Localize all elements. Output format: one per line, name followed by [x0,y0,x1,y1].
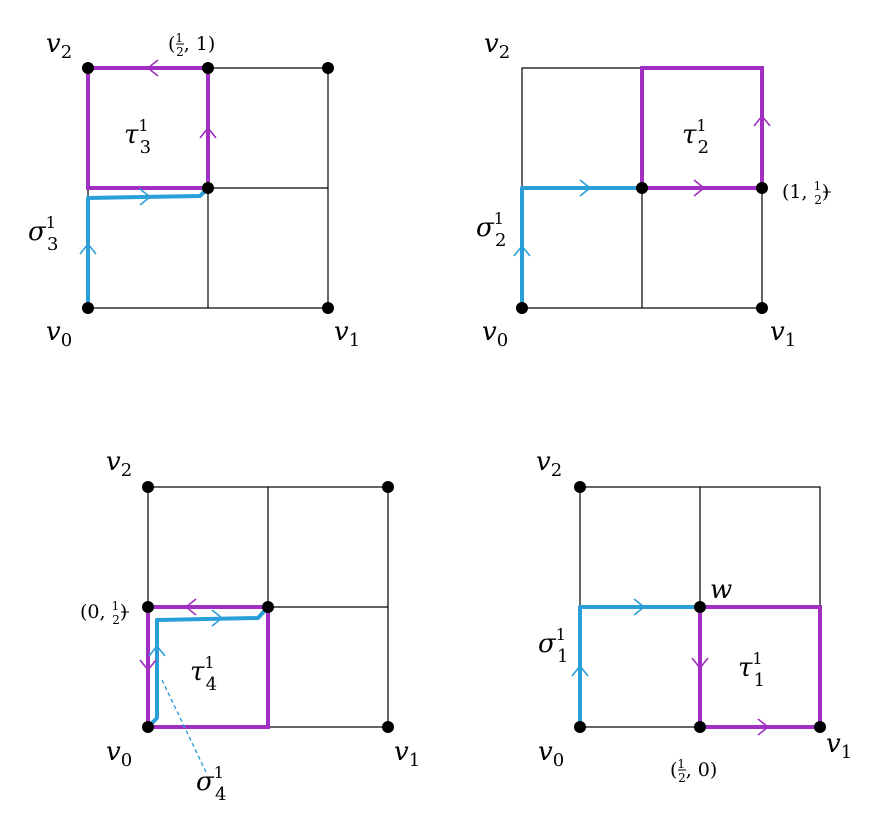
arrow-top-left-up [199,126,217,139]
arrow-sigma3-right [139,188,152,206]
vertex-v1-bl [382,721,394,733]
vertex-v1-br [814,721,826,733]
vertex-v0-bl [142,721,154,733]
vertex-zero-half [142,601,154,613]
vertex-v1-tl [322,302,334,314]
label-v0-bl: v0 [106,737,132,771]
arrow-sigma1-right [633,598,646,616]
label-v1-tr: v1 [770,317,796,351]
arrow-top-right-right [693,179,706,197]
arrow-bottom-left-down [139,659,157,672]
arrow-top-right-up [753,114,771,127]
arrow-sigma4-right [211,609,224,627]
vertex-v2-bl [142,481,154,493]
vertex-center-tr [636,182,648,194]
vertex-half-one [202,62,214,74]
vertex-half-zero [694,721,706,733]
label-v0-br: v0 [538,737,564,771]
vertex-top-right-tl [322,62,334,74]
label-v1-tl: v1 [334,317,360,351]
vertex-v1-tr [756,302,768,314]
label-v2-bl: v2 [106,447,132,481]
vertex-w [694,601,706,613]
arrow-bottom-left-left [184,598,197,616]
vertex-top-right-bl [382,481,394,493]
arrow-sigma3-up [79,242,97,255]
label-v2-br: v2 [536,447,562,481]
vertex-v0-tr [516,302,528,314]
vertex-one-half [756,182,768,194]
label-v0-tl: v0 [46,317,72,351]
vertex-v0-br [574,721,586,733]
vertex-v2-tl [82,62,94,74]
arrow-bottom-right-right [757,718,770,736]
arrow-sigma2-right [579,179,592,197]
sigma-4-path [146,605,270,729]
sigma-2-path [520,186,642,308]
arrow-sigma4-up [148,644,166,657]
vertex-v2-br [574,481,586,493]
label-v2-tr: v2 [484,29,510,63]
label-w: w [710,575,732,605]
label-v0-tr: v0 [482,317,508,351]
arrow-bottom-right-down [691,657,709,670]
arrow-sigma2-up [513,244,531,257]
label-v1-br: v1 [826,729,852,763]
arrow-top-left-left [146,59,159,77]
tau-2-path [640,66,764,190]
label-v2-tl: v2 [46,29,72,63]
sigma-1-path [578,605,700,727]
sigma-3-path [86,186,210,308]
sigma-4-leader-line [161,679,207,773]
vertex-v0-tl [82,302,94,314]
label-v1-bl: v1 [394,737,420,771]
arrow-sigma1-up [571,664,589,677]
vertex-center-bl [262,601,274,613]
vertex-center-tl [202,182,214,194]
